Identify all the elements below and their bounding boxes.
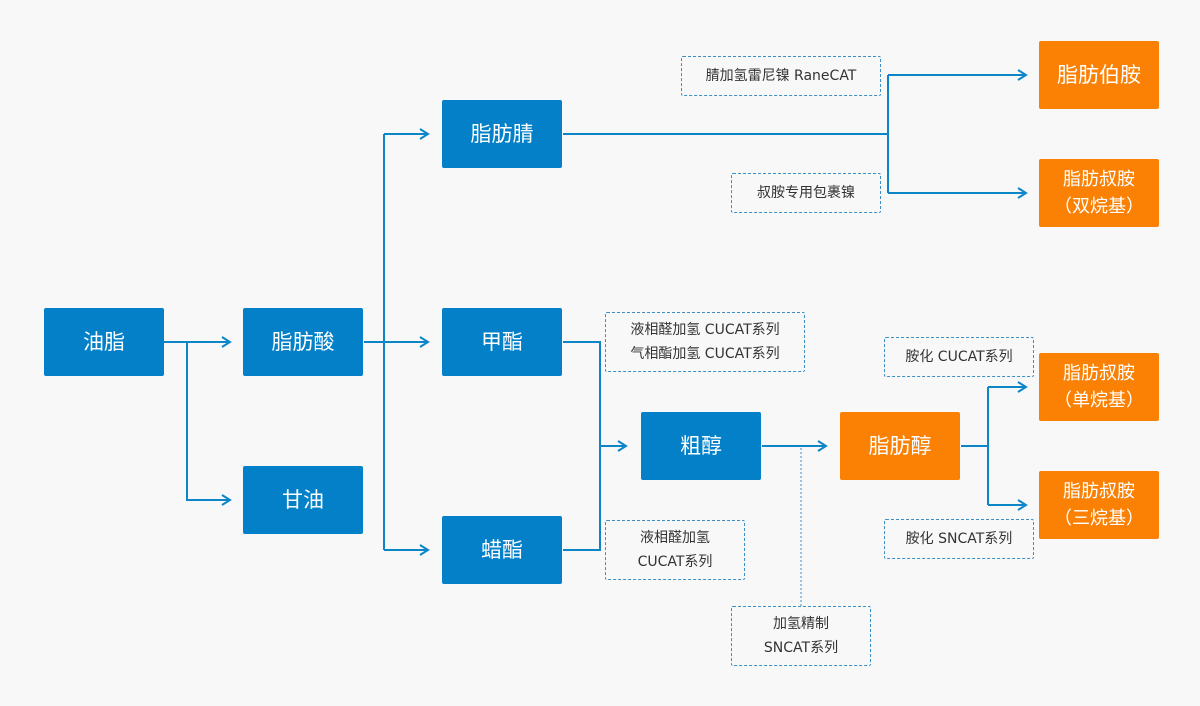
note-wax-ester-catalyst: 液相醛加氢 CUCAT系列 [605, 520, 745, 580]
node-fatty-acid-label: 脂肪酸 [271, 330, 335, 354]
node-tertiary-amine-monoalkyl: 脂肪叔胺 （单烷基） [1039, 353, 1159, 421]
note-refining: 加氢精制 SNCAT系列 [731, 606, 871, 666]
node-grease-label: 油脂 [83, 330, 125, 354]
note-methyl-ester-catalyst-line2: 气相酯加氢 CUCAT系列 [630, 346, 780, 362]
node-fatty-nitrile: 脂肪腈 [442, 100, 562, 168]
node-tertiary-amine-monoalkyl-line2: （单烷基） [1054, 390, 1144, 411]
node-crude-alcohol: 粗醇 [641, 412, 761, 480]
node-tertiary-amine-trialkyl: 脂肪叔胺 （三烷基） [1039, 471, 1159, 539]
node-fatty-alcohol-label: 脂肪醇 [868, 434, 932, 458]
note-wax-ester-catalyst-line1: 液相醛加氢 [640, 530, 710, 546]
node-glycerin-label: 甘油 [282, 488, 324, 512]
node-fatty-acid: 脂肪酸 [243, 308, 363, 376]
node-tertiary-amine-trialkyl-line2: （三烷基） [1054, 508, 1144, 529]
node-tertiary-amine-dialkyl: 脂肪叔胺 （双烷基） [1039, 159, 1159, 227]
node-methyl-ester: 甲酯 [442, 308, 562, 376]
note-refining-line2: SNCAT系列 [763, 640, 839, 656]
note-amination-sncat: 胺化 SNCAT系列 [884, 519, 1034, 559]
note-tertiary-amine-nickel-text: 叔胺专用包裹镍 [757, 185, 855, 201]
node-tertiary-amine-dialkyl-line2: （双烷基） [1054, 196, 1144, 217]
node-wax-ester-label: 蜡酯 [481, 538, 523, 562]
link-grease-glycerin [186, 342, 232, 506]
note-amination-sncat-text: 胺化 SNCAT系列 [905, 531, 1013, 547]
node-crude-alcohol-label: 粗醇 [680, 434, 722, 458]
node-primary-amine-label: 脂肪伯胺 [1057, 63, 1141, 87]
link-methyl-ester-merge [563, 341, 601, 446]
link-wax-ester-merge [563, 446, 601, 551]
note-amination-cucat: 胺化 CUCAT系列 [884, 337, 1034, 377]
note-tertiary-amine-nickel: 叔胺专用包裹镍 [731, 173, 881, 213]
node-methyl-ester-label: 甲酯 [481, 330, 523, 354]
node-tertiary-amine-trialkyl-line1: 脂肪叔胺 [1063, 481, 1135, 502]
note-methyl-ester-catalyst: 液相醛加氢 CUCAT系列 气相酯加氢 CUCAT系列 [605, 312, 805, 372]
node-fatty-nitrile-label: 脂肪腈 [470, 122, 534, 146]
note-wax-ester-catalyst-line2: CUCAT系列 [637, 554, 713, 570]
node-wax-ester: 蜡酯 [442, 516, 562, 584]
note-amination-cucat-text: 胺化 CUCAT系列 [905, 349, 1013, 365]
note-nitrile-hydrogenation: 腈加氢雷尼镍 RaneCAT [681, 56, 881, 96]
node-primary-amine: 脂肪伯胺 [1039, 41, 1159, 109]
note-nitrile-hydrogenation-text: 腈加氢雷尼镍 RaneCAT [705, 68, 857, 84]
node-glycerin: 甘油 [243, 466, 363, 534]
node-tertiary-amine-dialkyl-line1: 脂肪叔胺 [1063, 169, 1135, 190]
node-fatty-alcohol: 脂肪醇 [840, 412, 960, 480]
note-refining-line1: 加氢精制 [773, 616, 829, 632]
note-methyl-ester-catalyst-line1: 液相醛加氢 CUCAT系列 [630, 322, 780, 338]
node-tertiary-amine-monoalkyl-line1: 脂肪叔胺 [1063, 363, 1135, 384]
node-grease: 油脂 [44, 308, 164, 376]
